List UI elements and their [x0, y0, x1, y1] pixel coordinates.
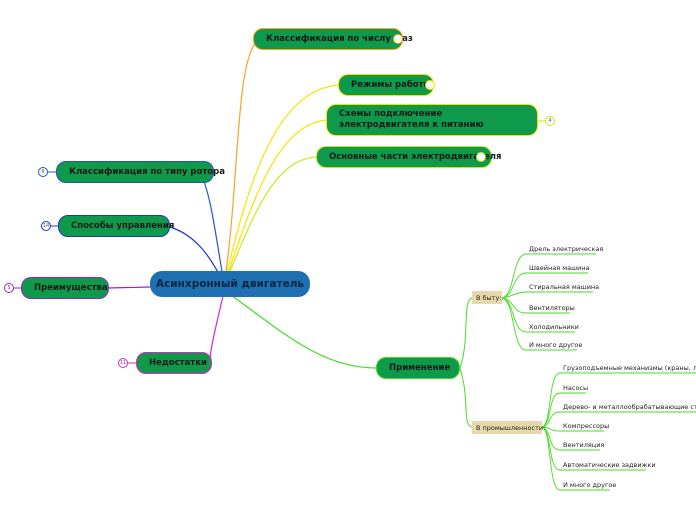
branch-advantages[interactable]: Преимущества — [21, 277, 109, 299]
connector-modes — [223, 84, 339, 287]
leaf-item[interactable]: И много другое — [529, 341, 583, 349]
connector-application — [223, 289, 377, 369]
leaf-item[interactable]: Грузоподъемные механизмы (краны, лебедки… — [563, 364, 696, 372]
home-leaf-connectors — [501, 253, 596, 351]
connector-phases — [223, 39, 259, 287]
expand-count-badge[interactable]: 6 — [38, 167, 48, 177]
subtopic-label: В быту: — [476, 293, 502, 302]
leaf-item[interactable]: Автоматические задвижки — [563, 461, 656, 469]
branch-rotor[interactable]: Классификация по типу ротора — [56, 161, 225, 183]
badge-count: 5 — [7, 285, 11, 291]
branch-label: Классификация по типу ротора — [69, 167, 225, 177]
subtopic-industry[interactable]: В промышленности: — [472, 421, 546, 434]
branch-disadvantages[interactable]: Недостатки — [136, 352, 212, 374]
branch-application[interactable]: Применение — [376, 357, 460, 379]
branch-label: Схемы подключение электродвигателя к пит… — [339, 109, 484, 130]
branch-label: Режимы работы — [351, 80, 432, 90]
leaf-item[interactable]: Дерево- и металлообрабатывающие станки — [563, 403, 696, 411]
branch-parts[interactable]: Основные части электродвигателя — [316, 146, 502, 168]
badge-count: 11 — [119, 360, 127, 366]
branch-label: Основные части электродвигателя — [329, 152, 502, 162]
leaf-item[interactable]: Вентиляция — [563, 441, 605, 449]
leaf-item[interactable]: Насосы — [563, 384, 589, 392]
badge-count: 6 — [41, 169, 45, 175]
collapse-icon[interactable] — [476, 152, 486, 162]
expand-count-badge[interactable]: 14 — [41, 221, 51, 231]
badge-count: 14 — [42, 223, 50, 229]
connector-schemes — [223, 119, 327, 287]
leaf-item[interactable]: Швейная машина — [529, 264, 590, 272]
branch-phases[interactable]: Классификация по числу фаз — [253, 28, 413, 50]
subtopic-label: В промышленности: — [476, 423, 546, 432]
root-node[interactable]: Асинхронный двигатель — [150, 271, 310, 297]
connector-advantages — [107, 286, 151, 289]
expand-count-badge[interactable]: 4 — [545, 116, 555, 126]
connector-industry — [459, 367, 473, 428]
branch-label: Недостатки — [149, 358, 207, 368]
connector-disadvantages — [209, 291, 225, 363]
branch-schemes[interactable]: Схемы подключение электродвигателя к пит… — [326, 104, 538, 136]
subtopic-home[interactable]: В быту: — [472, 291, 502, 304]
leaf-item[interactable]: Дрель электрическая — [529, 245, 604, 253]
branch-control[interactable]: Способы управления — [58, 215, 174, 237]
expand-count-badge[interactable]: 11 — [118, 358, 128, 368]
branch-label: Преимущества — [34, 283, 108, 293]
leaf-item[interactable]: И много другое — [563, 481, 617, 489]
connector-parts — [223, 156, 317, 287]
leaf-item[interactable]: Холодильники — [529, 323, 579, 331]
industry-leaf-connectors — [541, 372, 696, 491]
collapse-icon[interactable] — [425, 80, 435, 90]
connector-rotor — [199, 172, 225, 285]
leaf-item[interactable]: Стиральная машина — [529, 283, 600, 291]
expand-count-badge[interactable]: 5 — [4, 283, 14, 293]
badge-count: 4 — [548, 118, 552, 124]
branch-modes[interactable]: Режимы работы — [338, 74, 434, 96]
branch-label: Применение — [389, 363, 451, 373]
branch-label: Способы управления — [71, 221, 175, 231]
collapse-icon[interactable] — [393, 34, 403, 44]
leaf-item[interactable]: Вентиляторы — [529, 304, 575, 312]
leaf-item[interactable]: Компрессоры — [563, 422, 610, 430]
connector-home — [459, 297, 473, 369]
branch-label: Классификация по числу фаз — [266, 34, 413, 44]
root-label: Асинхронный двигатель — [155, 278, 305, 290]
